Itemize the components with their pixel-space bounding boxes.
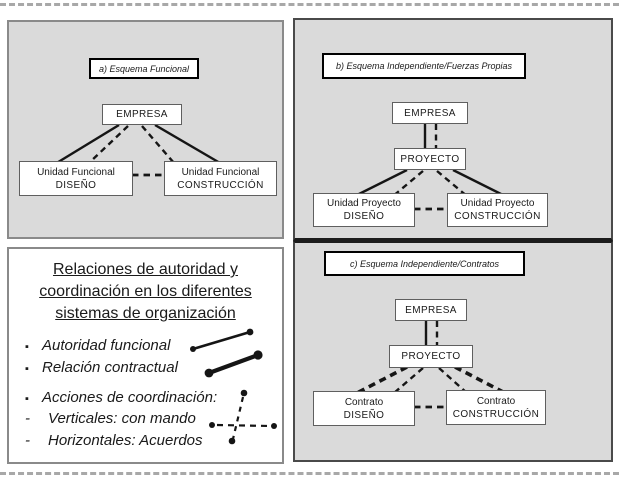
legend-item-label: Verticales: con mando <box>48 410 196 427</box>
legend-item-acciones-coordinacion: ▪ Acciones de coordinación: <box>25 389 217 406</box>
node-empresa: EMPRESA <box>102 104 182 125</box>
authority-line-icon <box>190 328 254 352</box>
node-label: Unidad Proyecto <box>327 198 401 209</box>
panel-esquema-independiente-contratos: c) Esquema Independiente/Contratos EMPRE… <box>293 241 613 462</box>
node-unidad-proyecto-construccion: Unidad Proyecto CONSTRUCCIÓN <box>447 193 548 227</box>
bottom-dotted-divider <box>0 472 619 475</box>
contract-line <box>352 365 408 397</box>
dash-bullet: - <box>25 410 30 427</box>
panel-c-title: c) Esquema Independiente/Contratos <box>324 251 525 276</box>
node-proyecto-label: PROYECTO <box>401 351 461 362</box>
legend-panel: Relaciones de autoridad y coordinación e… <box>7 247 284 464</box>
legend-item-label: Horizontales: Acuerdos <box>48 432 203 449</box>
node-label: DISEÑO <box>343 211 385 222</box>
authority-line <box>54 123 120 166</box>
node-label: Unidad Proyecto <box>460 198 535 209</box>
node-proyecto: PROYECTO <box>389 345 473 368</box>
panel-a-title-label: a) Esquema Funcional <box>98 63 190 74</box>
node-label: DISEÑO <box>55 179 97 191</box>
node-unidad-funcional-construccion: Unidad Funcional CONSTRUCCIÓN <box>164 161 277 196</box>
legend-title-line: Relaciones de autoridad y <box>52 261 238 278</box>
legend-item-label: Relación contractual <box>42 359 178 376</box>
node-proyecto-label: PROYECTO <box>400 153 460 165</box>
square-bullet-icon: ▪ <box>25 363 29 375</box>
vertical-coordination-line <box>436 170 469 198</box>
panel-a-title: a) Esquema Funcional <box>89 58 199 79</box>
panel-c-title-label: c) Esquema Independiente/Contratos <box>349 258 500 269</box>
node-label: DISEÑO <box>343 409 385 421</box>
node-contrato-construccion: Contrato CONSTRUCCIÓN <box>446 390 546 425</box>
vertical-coordination-line <box>393 367 424 394</box>
legend-item-horizontales: - Horizontales: Acuerdos <box>25 432 203 449</box>
node-label: Unidad Funcional <box>181 166 260 178</box>
panel-esquema-funcional: a) Esquema Funcional EMPRESA Unidad Func… <box>7 20 284 239</box>
legend-item-label: Acciones de coordinación: <box>42 389 218 406</box>
panel-b-title: b) Esquema Independiente/Fuerzas Propias <box>322 53 526 79</box>
node-proyecto: PROYECTO <box>394 148 466 170</box>
node-empresa-label: EMPRESA <box>404 107 456 119</box>
legend-title-line: sistemas de organización <box>55 305 236 322</box>
coordination-cross-icon <box>209 389 277 445</box>
square-bullet-icon: ▪ <box>25 393 29 405</box>
vertical-coordination-line <box>391 170 424 198</box>
legend-title: Relaciones de autoridad y coordinación e… <box>9 259 282 325</box>
authority-line <box>154 123 221 165</box>
legend-item-relacion-contractual: ▪ Relación contractual <box>25 359 178 376</box>
node-unidad-proyecto-diseno: Unidad Proyecto DISEÑO <box>313 193 415 227</box>
legend-symbols <box>190 328 277 445</box>
contract-line <box>454 365 508 396</box>
connector-lines-c <box>352 321 508 409</box>
vertical-coordination-line <box>88 125 129 164</box>
square-bullet-icon: ▪ <box>25 341 29 353</box>
node-unidad-funcional-diseno: Unidad Funcional DISEÑO <box>19 161 133 196</box>
legend-title-line: coordinación en los diferentes <box>39 283 252 300</box>
node-empresa: EMPRESA <box>395 299 467 321</box>
dash-bullet: - <box>25 432 30 449</box>
connector-lines-a <box>54 123 221 177</box>
legend-item-label: Autoridad funcional <box>42 337 171 354</box>
legend-item-autoridad-funcional: ▪ Autoridad funcional <box>25 337 170 354</box>
node-label: CONSTRUCCIÓN <box>454 211 541 222</box>
panel-b-title-label: b) Esquema Independiente/Fuerzas Propias <box>335 61 513 71</box>
node-empresa-label: EMPRESA <box>116 109 168 120</box>
node-label: Unidad Funcional <box>37 166 115 178</box>
node-empresa: EMPRESA <box>392 102 468 124</box>
legend-item-verticales: - Verticales: con mando <box>25 410 196 427</box>
node-empresa-label: EMPRESA <box>405 304 457 316</box>
panel-esquema-independiente-fuerzas-propias: b) Esquema Independiente/Fuerzas Propias… <box>293 18 613 241</box>
vertical-coordination-line <box>141 125 175 164</box>
node-label: CONSTRUCCIÓN <box>177 179 264 191</box>
top-dotted-divider <box>0 3 619 6</box>
node-label: Contrato <box>476 395 516 407</box>
contract-line-icon <box>204 350 263 378</box>
node-contrato-diseno: Contrato DISEÑO <box>313 391 415 426</box>
node-label: Contrato <box>344 396 384 408</box>
node-label: CONSTRUCCIÓN <box>452 408 540 420</box>
